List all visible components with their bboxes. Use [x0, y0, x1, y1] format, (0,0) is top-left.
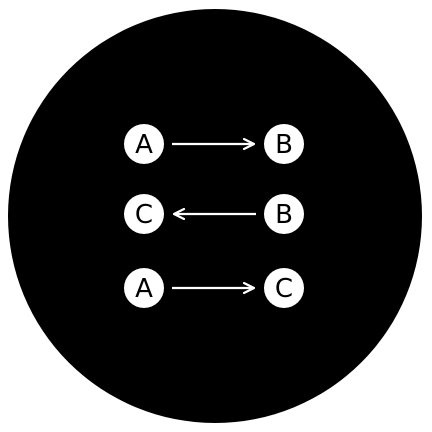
node-right-label: B: [275, 130, 293, 160]
node-right-circle: [264, 124, 304, 164]
node-right-label: B: [275, 200, 293, 230]
background-disc: [8, 9, 422, 423]
node-left-label: A: [135, 130, 153, 160]
node-left-label: C: [135, 200, 153, 230]
node-left-label: A: [135, 274, 153, 304]
node-right-label: C: [275, 274, 293, 304]
relation-row-1: A B: [124, 124, 304, 164]
node-left-circle: [124, 194, 164, 234]
node-left-circle: [124, 268, 164, 308]
node-right-circle: [264, 194, 304, 234]
node-right-circle: [264, 268, 304, 308]
relation-row-2: C B: [124, 194, 304, 234]
node-left-circle: [124, 124, 164, 164]
relation-row-3: A C: [124, 268, 304, 308]
